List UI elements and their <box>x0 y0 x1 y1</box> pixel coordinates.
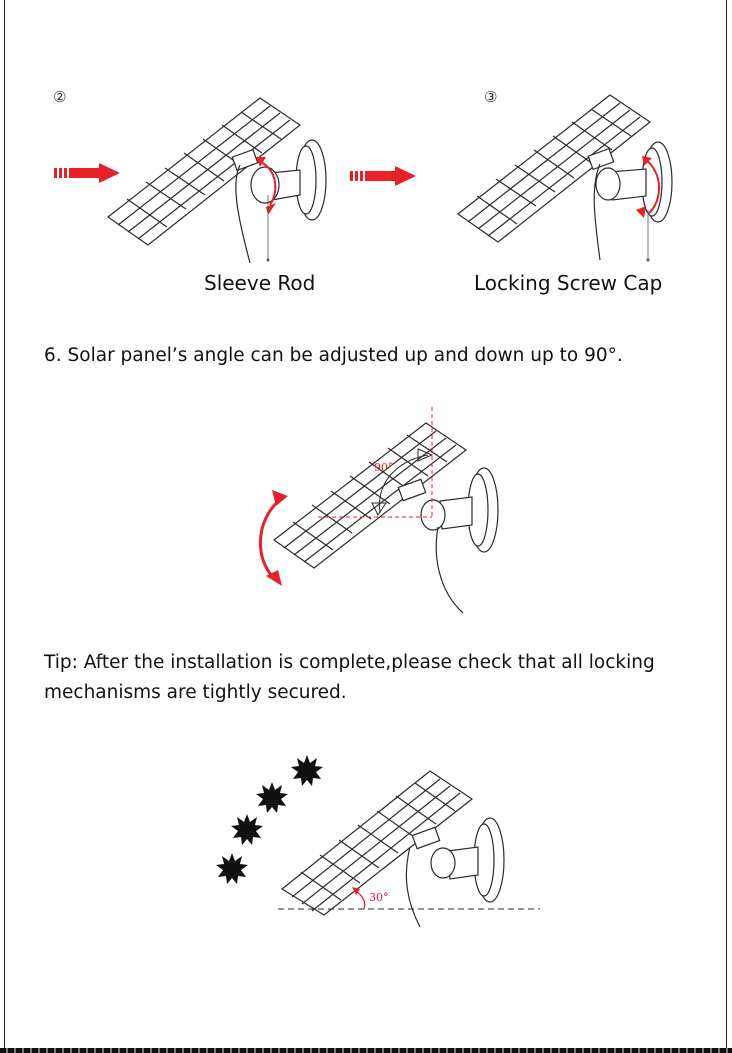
sun-icon <box>214 851 250 887</box>
angle-label-30: 30° <box>369 891 389 904</box>
tip-line-2: mechanisms are tightly secured. <box>44 678 347 708</box>
solar-panel-30-degree-illustration: 30° <box>278 765 540 930</box>
angle-label-90: 90° <box>374 461 394 474</box>
step-number-2: ② <box>53 88 66 106</box>
page-bottom-edge <box>0 1048 732 1053</box>
tip-line-1: Tip: After the installation is complete,… <box>44 648 655 678</box>
sleeve-rod-label: Sleeve Rod <box>204 271 315 295</box>
instruction-step-6: 6. Solar panel’s angle can be adjusted u… <box>44 341 623 371</box>
right-arrow-icon-2 <box>350 166 420 186</box>
solar-panel-90-degree-illustration: 90° <box>268 405 508 620</box>
solar-panel-sleeve-rod-illustration <box>100 95 340 265</box>
locking-screw-cap-label: Locking Screw Cap <box>474 271 662 295</box>
solar-panel-locking-cap-illustration <box>450 92 690 262</box>
sun-icon <box>229 812 265 848</box>
